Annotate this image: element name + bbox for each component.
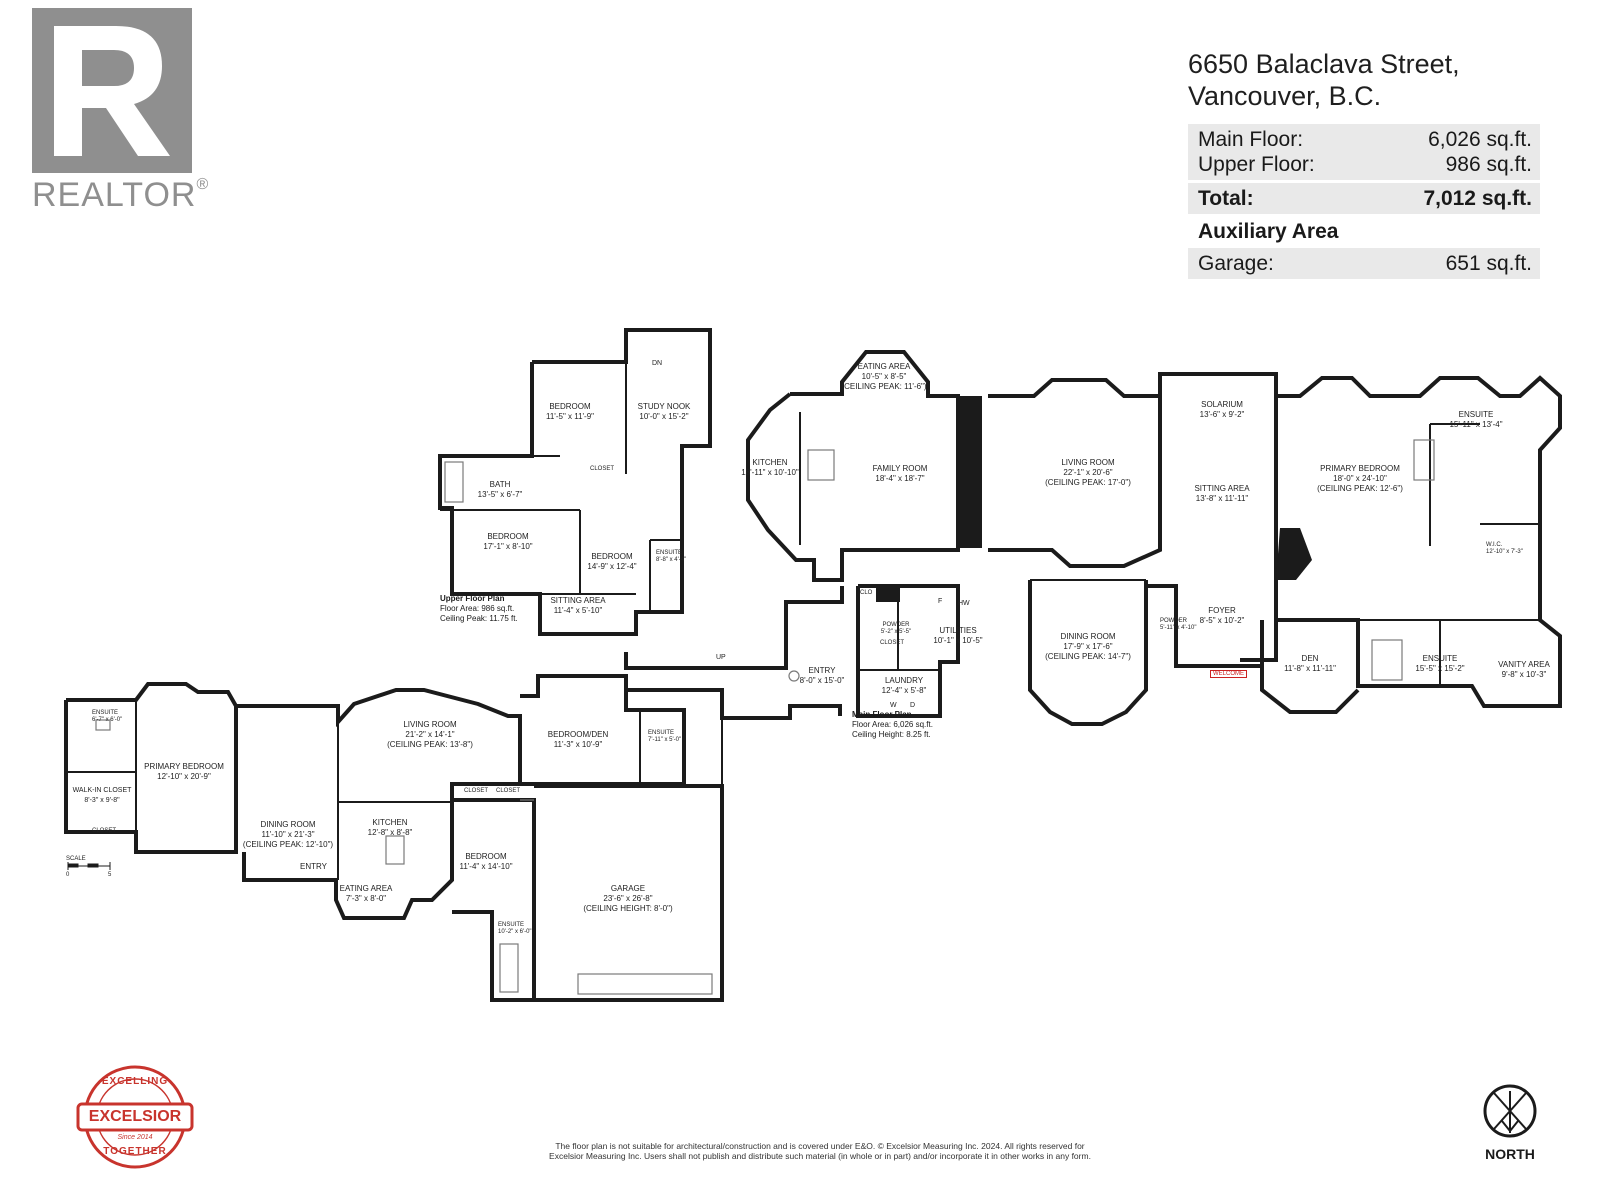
main-floor-row: Main Floor: 6,026 sq.ft.: [1188, 127, 1540, 152]
fixture-d: D: [910, 702, 916, 709]
garage-value: 651 sq.ft.: [1445, 252, 1532, 275]
stair-dn: DN: [652, 360, 663, 367]
total-row: Total: 7,012 sq.ft.: [1188, 186, 1540, 211]
auxiliary-heading: Auxiliary Area: [1198, 220, 1339, 243]
upper-closet: CLOSET: [590, 466, 615, 472]
upper-floor-label: Upper Floor:: [1198, 153, 1315, 176]
property-info: 6650 Balaclava Street, Vancouver, B.C. M…: [1188, 48, 1540, 279]
address-line-1: 6650 Balaclava Street,: [1188, 49, 1460, 79]
excelsior-badge: EXCELLING EXCELSIOR Since 2014 TOGETHER: [72, 1062, 198, 1172]
badge-main-text: EXCELSIOR: [88, 1108, 182, 1125]
fixture-w: W: [890, 702, 897, 709]
fixture-f: F: [938, 598, 943, 605]
main-closet: CLOSET: [880, 640, 905, 646]
upper-floor-row: Upper Floor: 986 sq.ft.: [1188, 152, 1540, 177]
stair-up: UP: [716, 654, 726, 661]
realtor-logo-mark: [32, 8, 192, 173]
scale-tick-5: 5: [108, 872, 112, 878]
lower-entry: ENTRY: [300, 862, 327, 871]
main-floor-value: 6,026 sq.ft.: [1428, 128, 1532, 151]
excelsior-seal-icon: [76, 1065, 194, 1169]
lower-closet-2: CLOSET: [464, 788, 489, 794]
total-value: 7,012 sq.ft.: [1423, 187, 1532, 210]
fixture-hw: HW: [958, 600, 970, 607]
badge-bottom-text: TOGETHER: [103, 1146, 167, 1157]
scale-label: SCALE: [66, 856, 86, 862]
total-row-wrap: Total: 7,012 sq.ft.: [1188, 183, 1540, 214]
upper-floor-value: 986 sq.ft.: [1445, 153, 1532, 176]
lower-closet-1: CLOSET: [92, 828, 117, 834]
scale-tick-0: 0: [66, 872, 70, 878]
welcome-mat: WELCOME: [1210, 670, 1248, 678]
realtor-wordmark: REALTOR: [32, 176, 197, 214]
garage-label: Garage:: [1198, 252, 1274, 275]
floor-area-group: Main Floor: 6,026 sq.ft. Upper Floor: 98…: [1188, 124, 1540, 180]
garage-row: Garage: 651 sq.ft.: [1188, 251, 1540, 276]
north-indicator: NORTH: [1480, 1083, 1540, 1162]
main-floor-label: Main Floor:: [1198, 128, 1304, 151]
north-label: NORTH: [1485, 1146, 1535, 1162]
main-floor-plan-legend: Main Floor Plan Floor Area: 6,026 sq.ft.…: [852, 710, 933, 739]
lower-closet-3: CLOSET: [496, 788, 521, 794]
realtor-logo: REALTOR®: [32, 8, 208, 218]
badge-top-text: EXCELLING: [101, 1076, 169, 1087]
footer-line-1: The floor plan is not suitable for archi…: [555, 1141, 1085, 1151]
realtor-r-icon: [54, 26, 170, 156]
main-wic: W.I.C.12'-10" x 7'-3": [1486, 542, 1523, 555]
footer-disclaimer: The floor plan is not suitable for archi…: [440, 1141, 1200, 1161]
garage-row-wrap: Garage: 651 sq.ft.: [1188, 248, 1540, 279]
upper-floor-plan-legend: Upper Floor Plan Floor Area: 986 sq.ft. …: [440, 594, 518, 623]
footer-line-2: Excelsior Measuring Inc. Users shall not…: [549, 1151, 1091, 1161]
north-arrow-icon: [1483, 1084, 1537, 1138]
total-label: Total:: [1198, 187, 1254, 210]
floor-plan-walls: [64, 328, 1562, 1002]
main-clo: CLO: [860, 590, 873, 596]
badge-since-text: Since 2014: [117, 1134, 153, 1141]
area-table: Main Floor: 6,026 sq.ft. Upper Floor: 98…: [1188, 124, 1540, 279]
address-line-2: Vancouver, B.C.: [1188, 81, 1382, 111]
registered-mark: ®: [196, 176, 210, 193]
